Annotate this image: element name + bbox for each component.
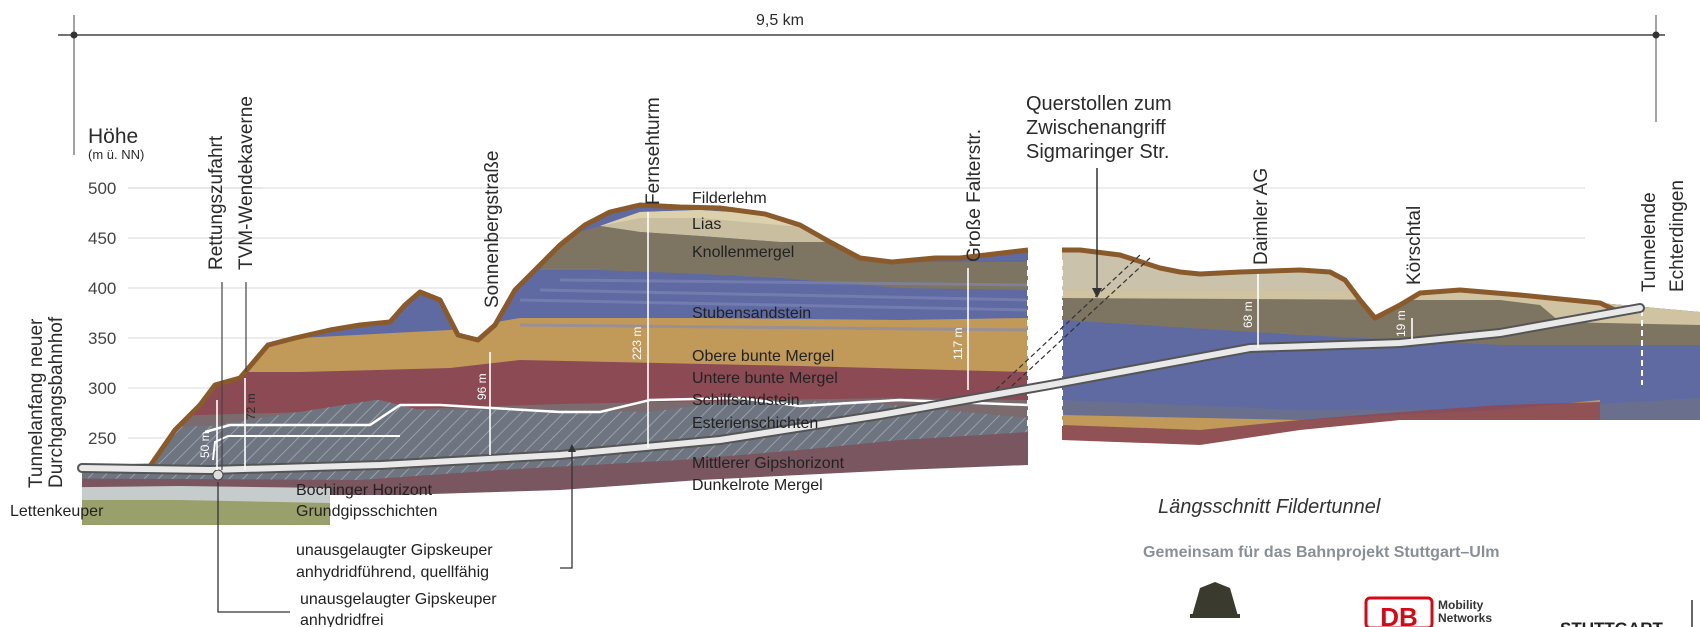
callout-anhydridfrei-1: unausgelaugter Gipskeuper [300, 591, 497, 608]
y-tick-450: 450 [88, 229, 116, 248]
db-logo-frame [1364, 596, 1434, 627]
layer-label-grundgipsschichten: Grundgipsschichten [296, 503, 437, 520]
y-tick-500: 500 [88, 179, 116, 198]
callout-leader-anhydridfrei [217, 482, 290, 613]
depth-label-72: 72 m [244, 393, 258, 420]
stuttgart-logo-text: STUTTGART [1560, 619, 1664, 627]
tunnel-start-label-2: Durchgangsbahnhof [46, 316, 67, 488]
surface-line-west [81, 202, 1029, 471]
y-tick-250: 250 [88, 429, 116, 448]
layer-label-esterienschichten: Esterienschichten [692, 415, 818, 432]
depth-label-68: 68 m [1241, 301, 1255, 328]
layer-label-lias: Lias [692, 216, 721, 233]
depth-label-50: 50 m [198, 431, 212, 458]
tvm-wendekaverne-label: TVM-Wendekaverne [236, 96, 257, 270]
scale-bar-right-dot [1652, 31, 1660, 39]
grosse-falterstr-label: Große Falterstr. [964, 129, 985, 262]
y-axis-unit: (m ü. NN) [88, 147, 144, 162]
layer-label-schilfsandstein: Schilfsandstein [692, 392, 800, 409]
tunnel-start-label-1: Tunnelanfang neuer [26, 318, 47, 488]
baden-wuerttemberg-logo [1190, 582, 1240, 618]
y-axis-title: Höhe [88, 125, 138, 148]
tunnel-end-label-2: Echterdingen [1667, 180, 1688, 292]
layer-label-mittlerer-gipshorizont: Mittlerer Gipshorizont [692, 455, 845, 472]
layer-label-filderlehm: Filderlehm [692, 190, 767, 207]
querstollen-line-a [989, 254, 1141, 396]
depth-label-117: 117 m [951, 328, 965, 360]
db-logo-mark: DB [1380, 602, 1418, 627]
partner-line: Gemeinsam für das Bahnprojekt Stuttgart–… [1143, 544, 1500, 561]
layer-label-stubensandstein: Stubensandstein [692, 305, 811, 322]
sonnenbergstrasse-label: Sonnenbergstraße [482, 151, 503, 308]
y-tick-400: 400 [88, 279, 116, 298]
querstollen-line-b [999, 257, 1151, 398]
y-tick-350: 350 [88, 329, 116, 348]
rettungszufahrt-shaft-marker [212, 469, 224, 481]
surface-line-east [1062, 247, 1617, 321]
daimler-label: Daimler AG [1251, 168, 1272, 265]
y-axis: Höhe (m ü. NN) 500 450 400 350 300 250 [88, 125, 1585, 448]
subsurface-blank-bottom [82, 525, 600, 627]
depth-label-96: 96 m [475, 373, 489, 400]
stuttgart-logo: STUTTGART [1560, 600, 1693, 627]
scale-bar-label: 9,5 km [756, 12, 804, 29]
querstollen-label-1: Querstollen zum [1026, 93, 1172, 115]
depth-arrows [216, 212, 1413, 470]
koerschtal-label: Körschtal [1404, 206, 1425, 285]
layer-label-untere-bunte-mergel: Untere bunte Mergel [692, 370, 838, 387]
stubensandstein-bands [519, 278, 1028, 332]
callout-arrowhead-quellfaehig [568, 444, 576, 452]
layer-label-obere-bunte-mergel: Obere bunte Mergel [692, 348, 834, 365]
querstollen-label-3: Sigmaringer Str. [1026, 141, 1169, 163]
db-logo: DB Mobility Networks [1364, 596, 1492, 627]
y-tick-300: 300 [88, 379, 116, 398]
db-logo-text-2: Networks [1438, 611, 1492, 625]
subsurface-blank-east [1062, 420, 1700, 627]
tunnel-end-label-1: Tunnelende [1639, 192, 1660, 292]
coat-of-arms-icon [1192, 582, 1238, 616]
fernsehturm-label: Fernsehturm [643, 97, 664, 205]
layer-label-knollenmergel: Knollenmergel [692, 244, 794, 261]
tunnel-tube [79, 305, 1643, 474]
gipskeuper-boundary [204, 396, 1029, 434]
callout-anhydridfrei-2: anhydridfrei [300, 612, 384, 627]
layer-label-dunkelrote-mergel: Dunkelrote Mergel [692, 477, 823, 494]
callout-quellfaehig-1: unausgelaugter Gipskeuper [296, 542, 493, 559]
layer-label-bochinger-horizont: Bochinger Horizont [296, 482, 433, 499]
db-logo-text-1: Mobility [1438, 598, 1484, 612]
callout-quellfaehig-2: anhydridführend, quellfähig [296, 564, 489, 581]
diagram-caption: Längsschnitt Fildertunnel [1158, 496, 1381, 518]
depth-label-223: 223 m [630, 327, 644, 360]
scale-bar-left-dot [70, 31, 78, 39]
layer-knollenmergel [540, 226, 1028, 290]
callout-leader-quellfaehig [560, 452, 573, 569]
querstollen-arrowhead [1092, 288, 1102, 298]
scale-bar: 9,5 km [58, 12, 1665, 155]
querstollen-label-2: Zwischenangriff [1026, 117, 1166, 139]
layer-label-lettenkeuper: Lettenkeuper [10, 503, 104, 520]
depth-label-19: 19 m [1394, 310, 1408, 337]
coat-of-arms-base [1190, 614, 1240, 618]
rettungszufahrt-label: Rettungszufahrt [206, 135, 227, 270]
